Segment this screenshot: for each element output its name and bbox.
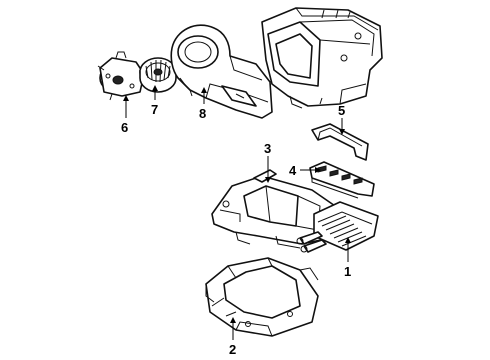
upper-seal-part — [311, 123, 369, 161]
core-cover-part — [309, 161, 375, 199]
blower-housing-part — [170, 24, 273, 119]
heater-core-part — [296, 201, 379, 253]
callout-3: 3 — [264, 141, 271, 156]
lower-case-part — [205, 257, 319, 337]
callout-5: 5 — [338, 103, 345, 118]
callout-4: 4 — [289, 163, 297, 178]
callout-2: 2 — [229, 342, 236, 357]
callout-8: 8 — [199, 106, 206, 121]
callout-7: 7 — [151, 102, 158, 117]
temperature-door-part — [211, 169, 339, 249]
blower-motor-part — [97, 51, 147, 101]
callout-1: 1 — [344, 264, 351, 279]
blower-wheel-part — [139, 57, 177, 93]
callout-6: 6 — [121, 120, 128, 135]
heater-evaporator-case-part — [261, 7, 383, 109]
